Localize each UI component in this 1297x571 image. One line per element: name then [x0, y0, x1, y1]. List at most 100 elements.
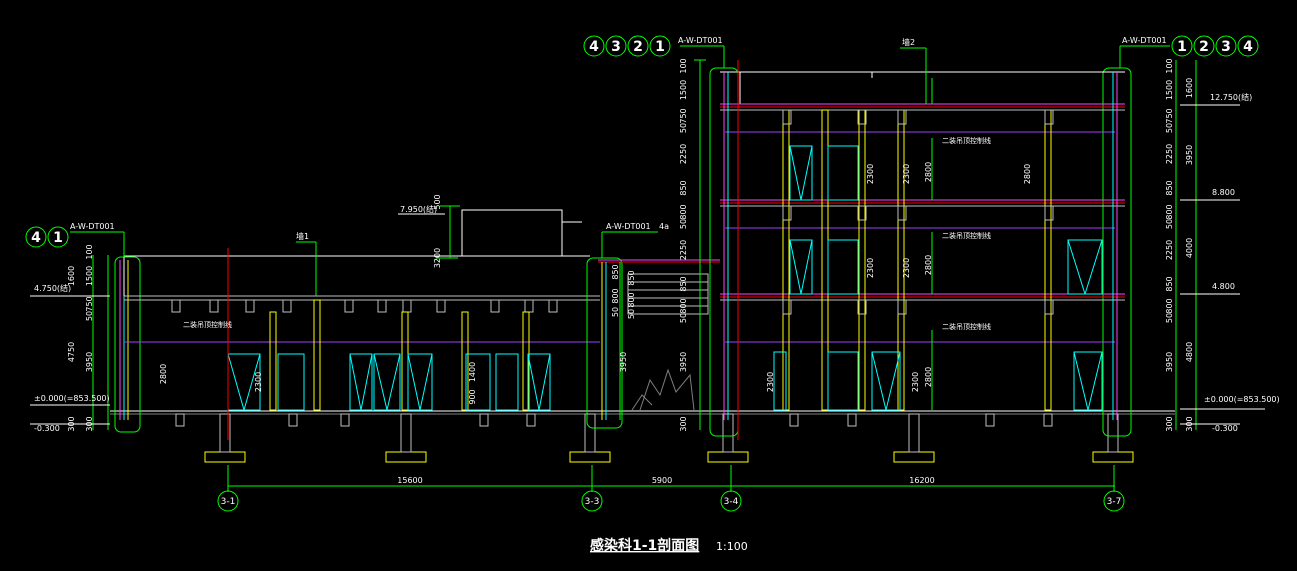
svg-text:1500: 1500: [85, 266, 94, 286]
svg-text:1600: 1600: [1185, 78, 1194, 98]
svg-text:2250: 2250: [1165, 144, 1174, 164]
svg-text:50: 50: [679, 123, 688, 133]
svg-text:2800: 2800: [159, 364, 168, 384]
svg-text:100: 100: [1165, 58, 1174, 73]
svg-text:50: 50: [1165, 123, 1174, 133]
svg-text:3-3: 3-3: [585, 497, 600, 507]
level-top-mid: 7.950(结): [400, 204, 437, 214]
detail-tag-group-left: 4 1: [25, 226, 69, 248]
svg-text:50: 50: [1165, 313, 1174, 323]
ceiling-note: 二装吊顶控制线: [183, 320, 232, 329]
dims-right: 100 1500 750 50 2250 850 800 50 2250 850…: [1165, 58, 1174, 431]
svg-text:4800: 4800: [1185, 342, 1194, 362]
svg-text:2800: 2800: [1023, 164, 1032, 184]
svg-text:2300: 2300: [866, 258, 875, 278]
svg-text:300: 300: [679, 416, 688, 431]
svg-text:800: 800: [679, 204, 688, 219]
drawing-title: 感染科1-1剖面图: [590, 537, 699, 554]
level-roof-left: 4.750(结): [34, 283, 71, 293]
svg-text:4000: 4000: [1185, 238, 1194, 258]
parapet-label: 墙2: [902, 37, 915, 47]
svg-text:50: 50: [627, 309, 636, 319]
svg-text:750: 750: [679, 108, 688, 123]
svg-text:850: 850: [679, 276, 688, 291]
level-outdoor-right: -0.300: [1212, 424, 1238, 433]
detail-tag: 1: [1171, 35, 1193, 57]
dims-right-total: 1600 3950 4000 4800 300: [1185, 78, 1194, 432]
bay-span: 5900: [652, 476, 672, 485]
level-2: 4.800: [1212, 282, 1235, 291]
svg-text:4: 4: [589, 39, 599, 55]
grid-axis-bubbles: 3-1 3-3 3-4 3-7: [217, 490, 1125, 512]
svg-text:100: 100: [85, 244, 94, 259]
svg-text:1500: 1500: [679, 80, 688, 100]
level-3: 8.800: [1212, 188, 1235, 197]
svg-text:900: 900: [468, 389, 477, 404]
ceiling-note: 二装吊顶控制线: [942, 231, 991, 240]
svg-text:4: 4: [31, 230, 41, 246]
detail-tag: 2: [627, 35, 649, 57]
svg-text:2: 2: [633, 39, 643, 55]
svg-text:300: 300: [67, 416, 76, 431]
svg-text:800: 800: [611, 288, 620, 303]
svg-text:3950: 3950: [1165, 352, 1174, 372]
dims-tall-mid: 500 3200: [433, 194, 442, 268]
detail-ref-code: A-W-DT001: [678, 36, 723, 45]
svg-text:3-1: 3-1: [221, 497, 236, 507]
svg-text:1400: 1400: [468, 362, 477, 382]
svg-text:3-4: 3-4: [724, 497, 739, 507]
building-structure: [30, 45, 1265, 492]
level-ground-right: ±0.000(=853.500): [1204, 395, 1280, 404]
door-height-dims: 2800 2300 2300 2800 2300 2800 2300 2300 …: [159, 162, 1032, 405]
svg-text:300: 300: [1185, 416, 1194, 431]
svg-text:50: 50: [1165, 219, 1174, 229]
svg-text:800: 800: [627, 292, 636, 307]
svg-text:50: 50: [85, 311, 94, 321]
detail-tag: 1: [47, 226, 69, 248]
svg-text:800: 800: [1165, 204, 1174, 219]
grid-axis-3-3: 3-3: [581, 490, 603, 512]
svg-text:3-7: 3-7: [1107, 497, 1122, 507]
dims-left: 100 1500 750 50 3950 300: [85, 244, 94, 431]
detail-ref-code: A-W-DT001: [606, 222, 651, 231]
svg-text:2300: 2300: [766, 372, 775, 392]
detail-tag: 3: [605, 35, 627, 57]
detail-tag-group-top-left: 4 3 2 1: [583, 35, 671, 57]
detail-tag: 1: [649, 35, 671, 57]
svg-text:100: 100: [679, 58, 688, 73]
svg-text:2300: 2300: [902, 258, 911, 278]
svg-text:3200: 3200: [433, 248, 442, 268]
drawing-scale: 1:100: [716, 540, 748, 553]
bay-span: 16200: [909, 476, 934, 485]
svg-text:2250: 2250: [1165, 240, 1174, 260]
ceiling-note: 二装吊顶控制线: [942, 136, 991, 145]
svg-text:4750: 4750: [67, 342, 76, 362]
svg-text:850: 850: [679, 180, 688, 195]
svg-text:850: 850: [1165, 276, 1174, 291]
dims-left-total: 1600 4750 300: [67, 266, 76, 432]
svg-text:3: 3: [611, 39, 621, 55]
ceiling-note: 二装吊顶控制线: [942, 322, 991, 331]
svg-text:300: 300: [1165, 416, 1174, 431]
svg-text:2800: 2800: [924, 367, 933, 387]
dims-stair: 850 800 50 3950 850 800 50: [611, 264, 636, 372]
svg-text:500: 500: [433, 194, 442, 209]
svg-text:2: 2: [1199, 39, 1209, 55]
grid-axis-3-7: 3-7: [1103, 490, 1125, 512]
svg-text:1: 1: [655, 39, 665, 55]
level-ground-left: ±0.000(=853.500): [34, 394, 110, 403]
svg-text:2300: 2300: [911, 372, 920, 392]
svg-text:2300: 2300: [902, 164, 911, 184]
svg-text:2250: 2250: [679, 240, 688, 260]
detail-tag: 4: [1237, 35, 1259, 57]
parapet-label: 墙1: [296, 231, 309, 241]
svg-text:3950: 3950: [679, 352, 688, 372]
detail-tag: 4: [25, 226, 47, 248]
dims-mid: 100 1500 750 50 2250 850 800 50 2250 850…: [679, 58, 688, 431]
svg-text:2300: 2300: [866, 164, 875, 184]
svg-text:800: 800: [679, 298, 688, 313]
svg-text:1: 1: [53, 230, 63, 246]
svg-text:800: 800: [1165, 298, 1174, 313]
detail-ref-code: A-W-DT001: [70, 222, 115, 231]
svg-text:3: 3: [1221, 39, 1231, 55]
